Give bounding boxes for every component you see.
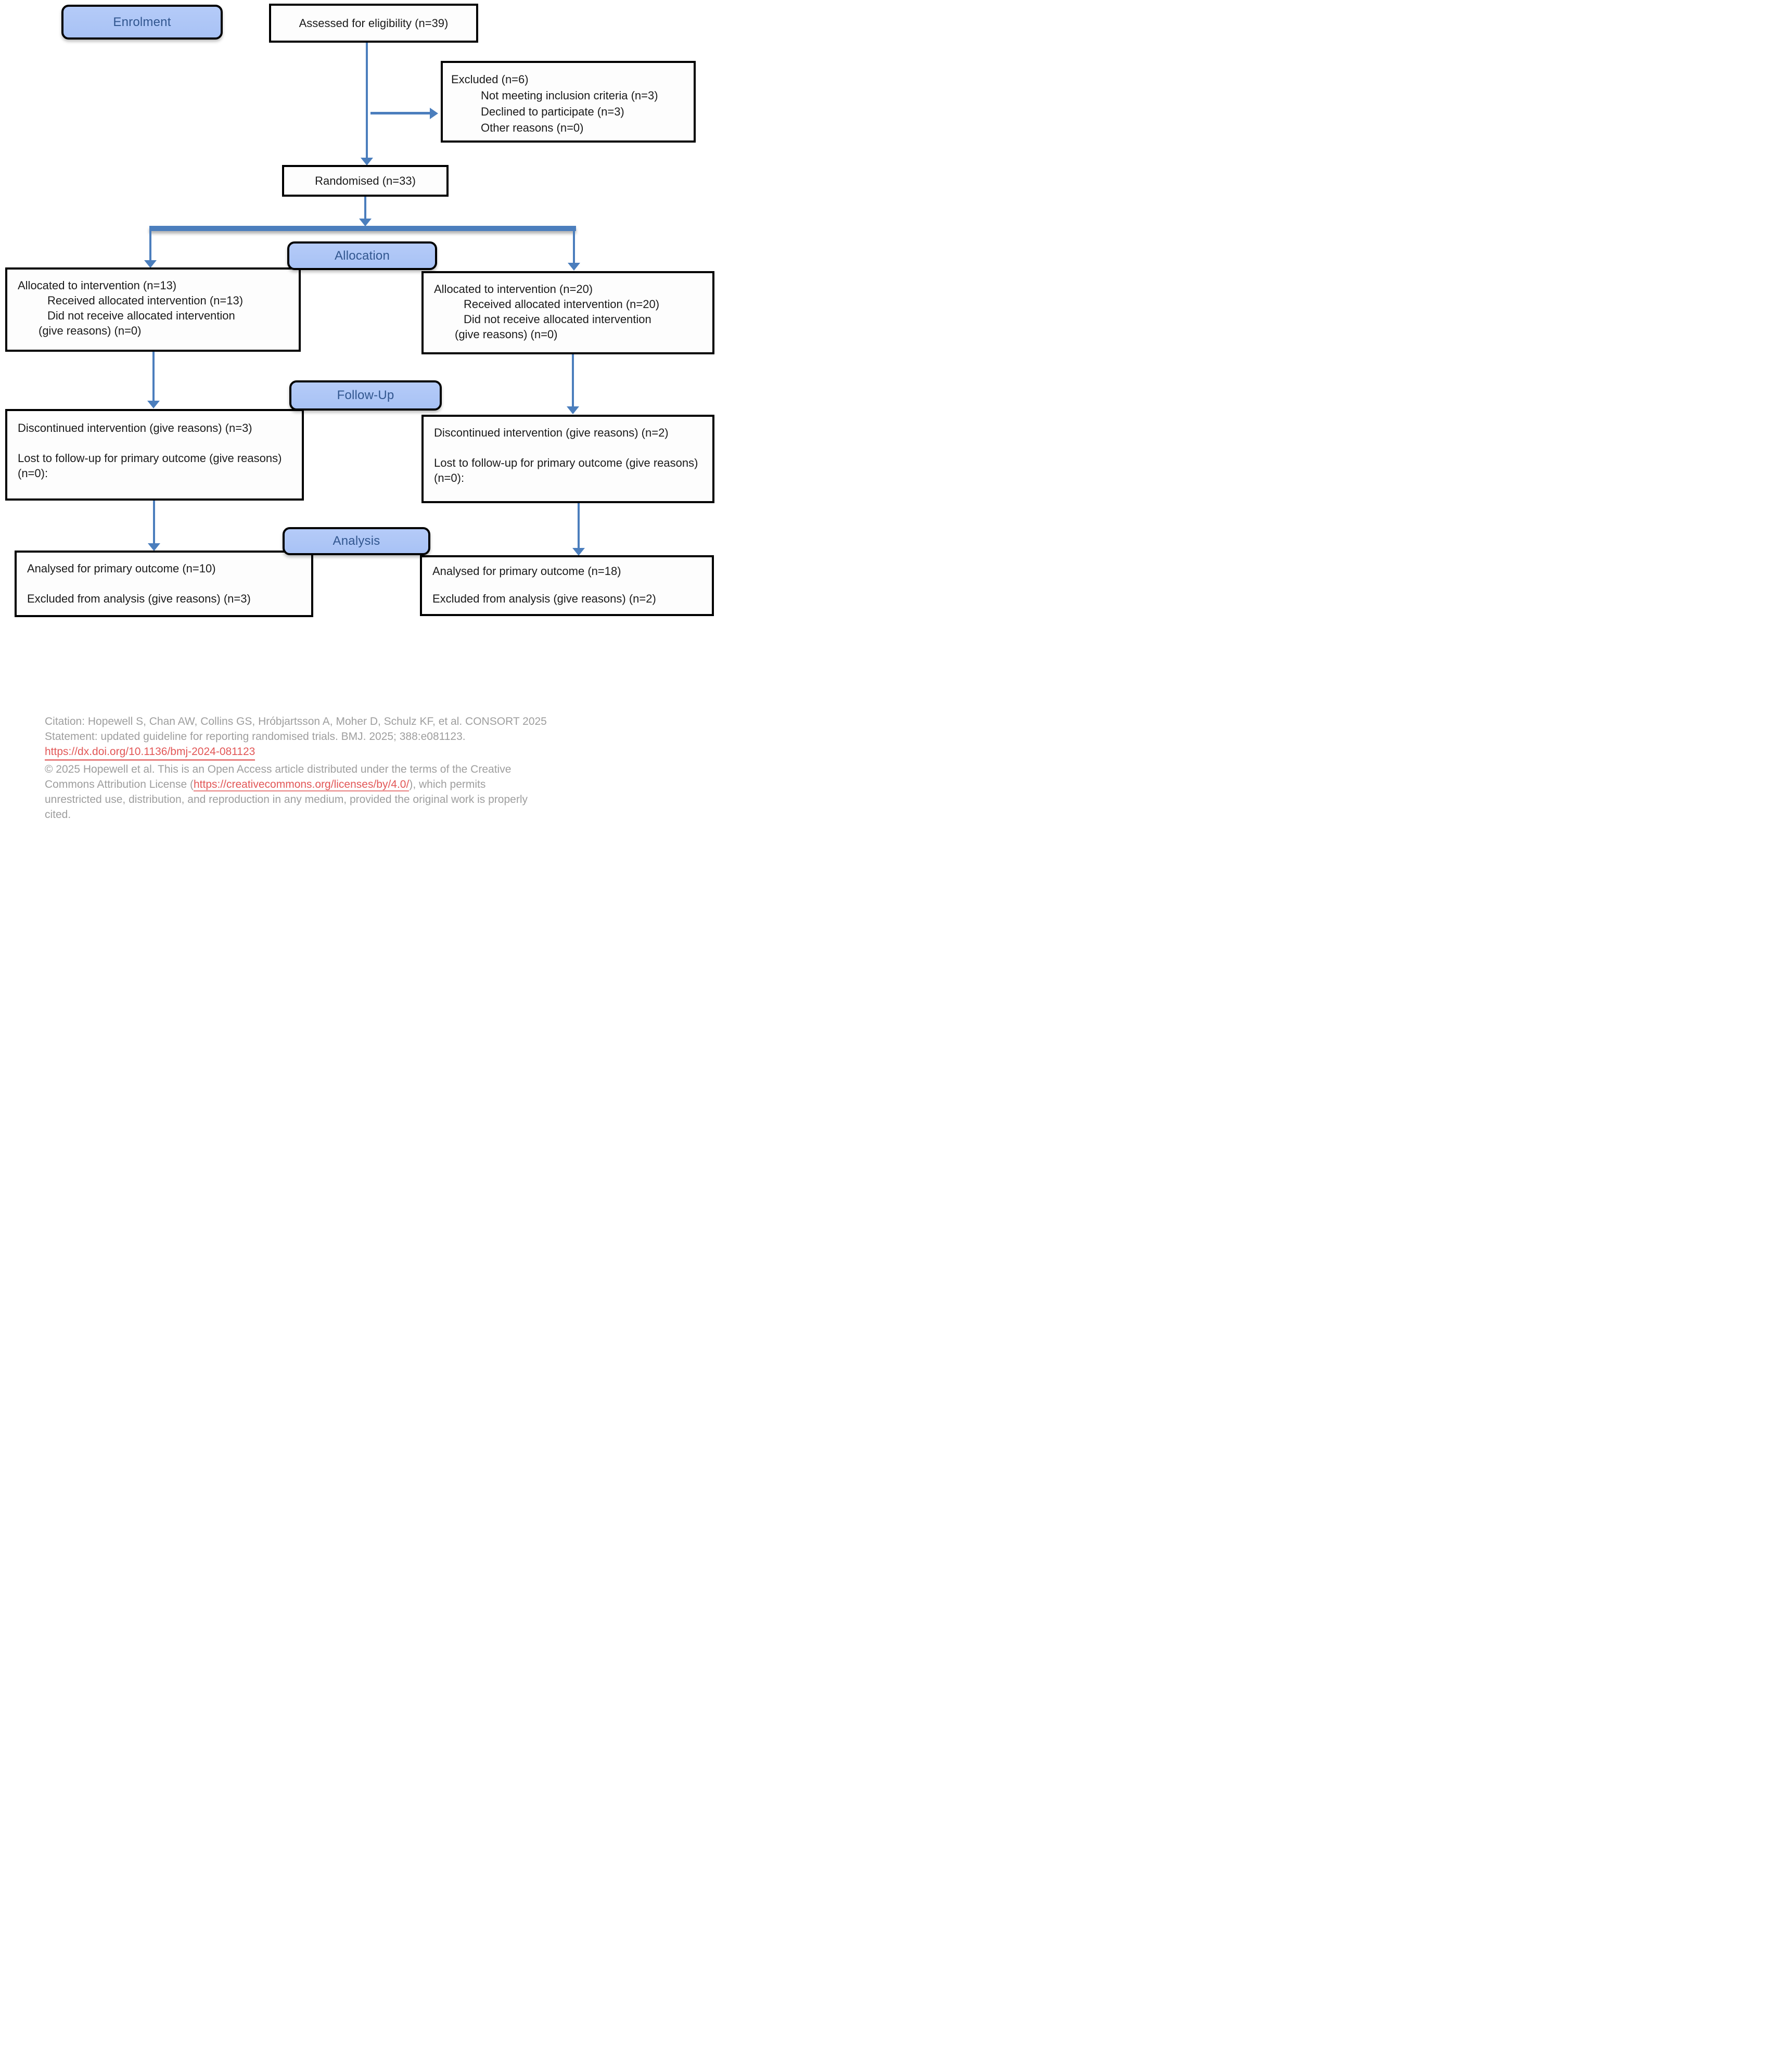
box-excluded: Excluded (n=6) Not meeting inclusion cri…: [441, 61, 696, 143]
creative-commons-link[interactable]: https://creativecommons.org/licenses/by/…: [193, 778, 410, 791]
box-assessed-for-eligibility: Assessed for eligibility (n=39): [269, 4, 478, 43]
excluded-item: Not meeting inclusion criteria (n=3): [481, 89, 658, 102]
arrow-split-to-allocation-left-line: [149, 231, 151, 261]
license-text-after: ), which permits: [409, 778, 486, 790]
arrow-followup-left-to-analysis-head: [148, 543, 160, 551]
doi-link[interactable]: https://dx.doi.org/10.1136/bmj-2024-0811…: [45, 744, 255, 761]
stage-label-allocation: Allocation: [287, 241, 437, 270]
box-allocation-right: Allocated to intervention (n=20) Receive…: [421, 271, 714, 354]
allocation-right-line: Allocated to intervention (n=20): [434, 283, 593, 296]
allocation-right-line: Received allocated intervention (n=20): [464, 298, 660, 311]
license-text-before: Commons Attribution License (: [45, 778, 194, 790]
randomised-text: Randomised (n=33): [315, 174, 416, 187]
allocation-right-line: Did not receive allocated intervention: [464, 313, 651, 326]
allocation-left-line: Did not receive allocated intervention: [47, 309, 235, 322]
stage-label-analysis: Analysis: [283, 527, 430, 555]
box-allocation-left: Allocated to intervention (n=13) Receive…: [5, 267, 301, 352]
arrow-randomised-to-split-line: [364, 197, 366, 220]
license-line: © 2025 Hopewell et al. This is an Open A…: [45, 763, 512, 775]
excluded-item: Declined to participate (n=3): [481, 105, 624, 118]
citation-block: Citation: Hopewell S, Chan AW, Collins G…: [45, 714, 628, 822]
arrow-assessed-to-randomised-line: [366, 43, 368, 159]
license-line: cited.: [45, 809, 71, 821]
stage-label-allocation-text: Allocation: [334, 248, 390, 263]
followup-right-discontinued: Discontinued intervention (give reasons)…: [434, 426, 669, 439]
citation-line: Statement: updated guideline for reporti…: [45, 731, 466, 743]
excluded-title: Excluded (n=6): [451, 73, 529, 86]
analysis-left-excluded: Excluded from analysis (give reasons) (n…: [27, 592, 251, 605]
arrow-split-to-allocation-left-head: [144, 260, 157, 268]
followup-left-lost: Lost to follow-up for primary outcome (g…: [18, 452, 282, 480]
excluded-item: Other reasons (n=0): [481, 121, 584, 134]
stage-label-followup: Follow-Up: [289, 380, 442, 411]
stage-label-enrolment-text: Enrolment: [113, 15, 171, 29]
spacer: [18, 436, 293, 451]
split-bar: [149, 226, 576, 231]
box-followup-left: Discontinued intervention (give reasons)…: [5, 409, 304, 501]
allocation-right-line: (give reasons) (n=0): [455, 328, 558, 341]
box-randomised: Randomised (n=33): [282, 165, 449, 197]
followup-left-discontinued: Discontinued intervention (give reasons)…: [18, 421, 252, 434]
arrow-followup-left-to-analysis-line: [153, 501, 155, 544]
allocation-left-line: (give reasons) (n=0): [39, 324, 142, 337]
arrow-assessed-to-randomised-head: [361, 158, 373, 165]
arrow-allocation-right-to-followup-head: [567, 406, 579, 414]
arrow-to-excluded-line: [370, 112, 431, 114]
analysis-left-analysed: Analysed for primary outcome (n=10): [27, 562, 216, 575]
spacer: [434, 440, 705, 455]
arrow-split-to-allocation-right-head: [568, 263, 580, 271]
license-line: Commons Attribution License (https://cre…: [45, 777, 628, 792]
stage-label-analysis-text: Analysis: [333, 534, 380, 548]
box-analysis-right: Analysed for primary outcome (n=18) Excl…: [420, 555, 714, 616]
arrow-to-excluded-head: [430, 108, 438, 119]
arrow-split-to-allocation-right-line: [573, 231, 575, 264]
citation-line: Citation: Hopewell S, Chan AW, Collins G…: [45, 715, 547, 727]
allocation-left-line: Received allocated intervention (n=13): [47, 294, 244, 307]
arrow-followup-right-to-analysis-line: [578, 503, 580, 549]
arrow-allocation-left-to-followup-line: [152, 352, 155, 402]
license-line: unrestricted use, distribution, and repr…: [45, 794, 528, 805]
stage-label-followup-text: Follow-Up: [337, 388, 394, 402]
allocation-left-line: Allocated to intervention (n=13): [18, 279, 177, 292]
assessed-text: Assessed for eligibility (n=39): [299, 17, 449, 30]
spacer: [27, 576, 304, 591]
analysis-right-analysed: Analysed for primary outcome (n=18): [432, 565, 621, 578]
arrow-allocation-right-to-followup-line: [572, 354, 574, 407]
arrow-randomised-to-split-head: [359, 219, 372, 226]
arrow-allocation-left-to-followup-head: [147, 401, 160, 408]
followup-right-lost: Lost to follow-up for primary outcome (g…: [434, 456, 698, 484]
analysis-right-excluded: Excluded from analysis (give reasons) (n…: [432, 592, 656, 605]
spacer: [432, 579, 705, 591]
stage-label-enrolment: Enrolment: [61, 5, 223, 40]
box-followup-right: Discontinued intervention (give reasons)…: [421, 415, 714, 503]
arrow-followup-right-to-analysis-head: [572, 548, 585, 556]
box-analysis-left: Analysed for primary outcome (n=10) Excl…: [15, 551, 313, 617]
citation-doi-row: https://dx.doi.org/10.1136/bmj-2024-0811…: [45, 744, 628, 762]
consort-flow-diagram: Enrolment Assessed for eligibility (n=39…: [0, 0, 716, 829]
